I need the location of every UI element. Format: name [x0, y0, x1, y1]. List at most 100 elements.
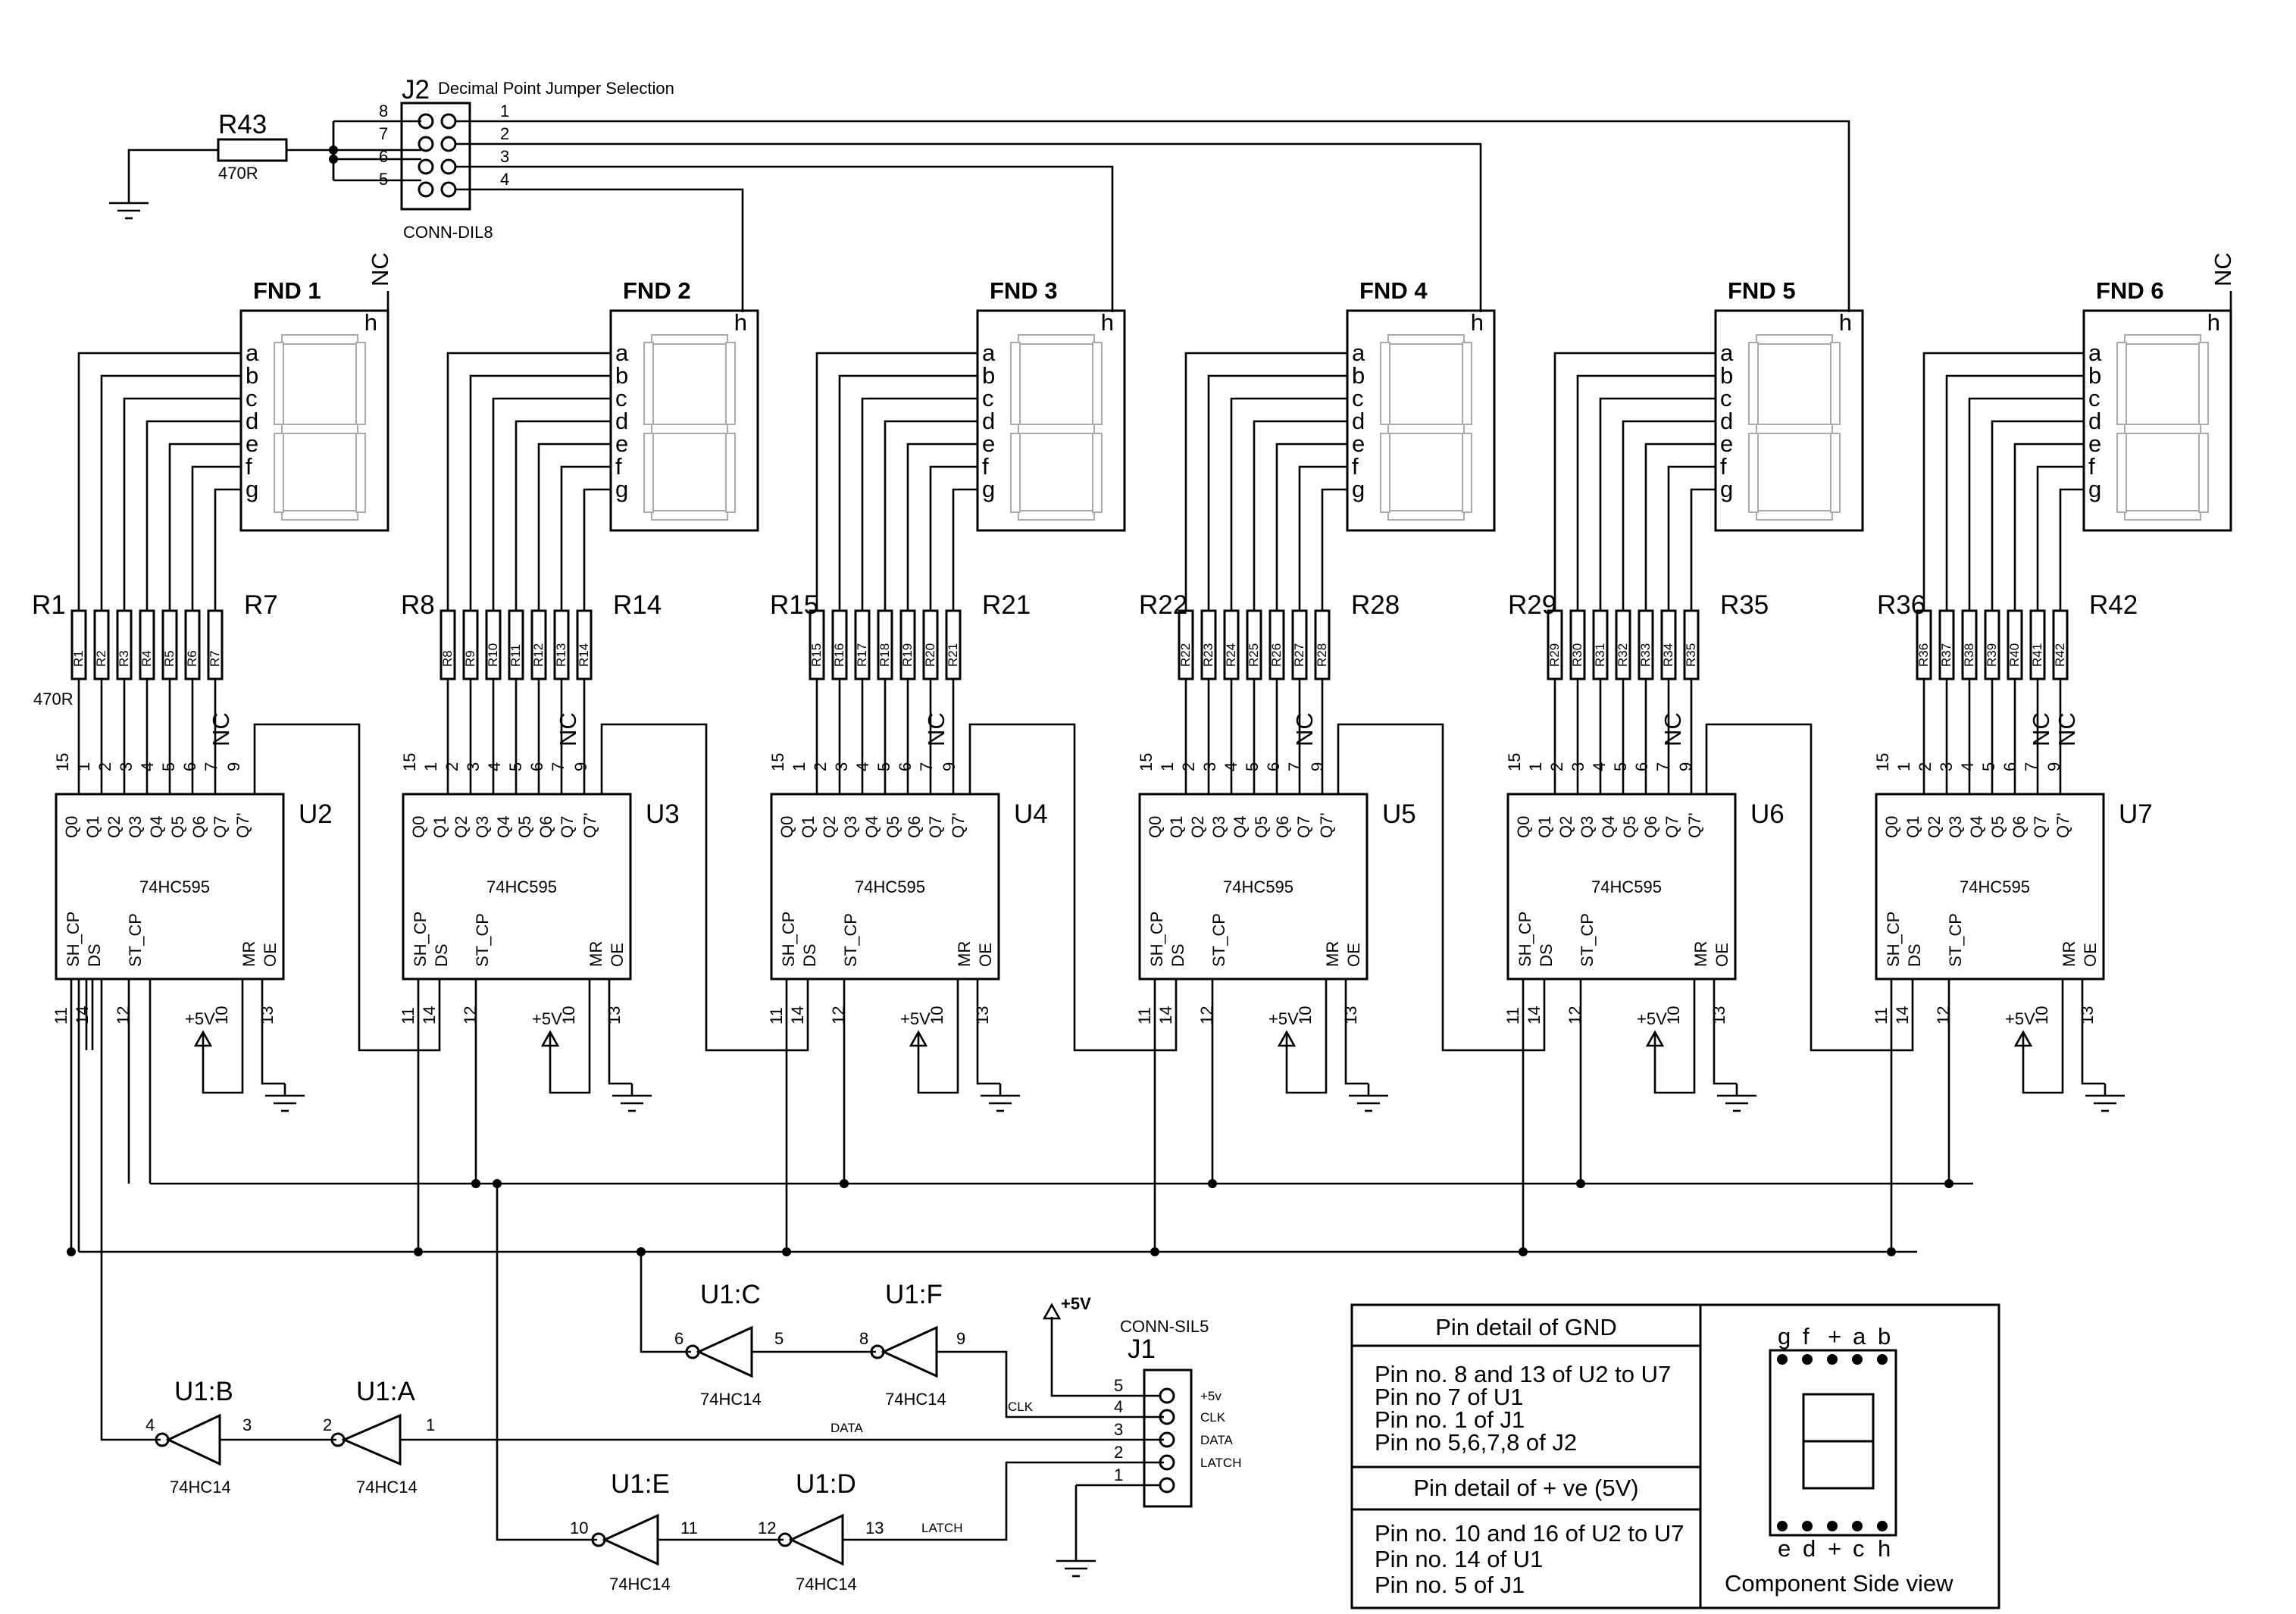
chip-pin-label: MR — [1323, 941, 1342, 967]
wire-segment — [469, 374, 611, 611]
chip-pin-label: Q2 — [1925, 816, 1944, 838]
chip-pin-label: Q4 — [1231, 816, 1250, 838]
pin-number: 13 — [865, 1519, 884, 1537]
chip-pin-number: 12 — [1197, 1006, 1216, 1024]
resistor — [116, 609, 133, 680]
chip-pin-number: 14 — [73, 1006, 92, 1024]
wire-segment — [214, 488, 241, 611]
wire-segment — [861, 397, 978, 611]
j2-pin-left — [418, 113, 434, 130]
chip-pin-label: Q0 — [409, 816, 428, 838]
fnd-segment-pin: g — [1720, 476, 1733, 502]
resistor — [1961, 609, 1978, 680]
segment — [281, 424, 358, 434]
resistor-ref: R24 — [1224, 643, 1238, 667]
side-view-pin-label: a — [1853, 1323, 1866, 1350]
chip-pin-label: ST_CP — [126, 913, 145, 967]
chip-pin-label: Q6 — [2010, 816, 2029, 838]
j2-pin-number: 1 — [500, 102, 509, 120]
chip-pin-label: Q5 — [168, 816, 187, 838]
inverter-bubble — [685, 1344, 700, 1359]
inverter-ref: U1:F — [885, 1280, 943, 1309]
chip-pin-label: Q7 — [558, 816, 577, 838]
j2-pin-left — [418, 181, 434, 198]
segment — [1380, 433, 1390, 513]
pin-number: 12 — [758, 1519, 776, 1537]
chip-pin-number: 2 — [1179, 762, 1198, 771]
fnd-segment-pin: a — [2088, 339, 2102, 366]
chip-pin-number: 5 — [874, 762, 893, 771]
fnd-segment-pin: g — [615, 476, 628, 502]
chip-pin-number: 12 — [829, 1006, 848, 1024]
nc-label: NC — [1291, 712, 1318, 746]
chip-ref-u5: U5 — [1382, 799, 1416, 829]
segment — [1092, 433, 1103, 513]
segment — [2116, 342, 2127, 425]
resistor-group-left: R22 — [1139, 590, 1187, 620]
pin-number: 6 — [674, 1329, 683, 1348]
shift-register-chip — [55, 793, 285, 981]
side-view-pin — [1827, 1521, 1838, 1531]
wire-segment — [1945, 374, 2084, 611]
chip-pin-label: Q5 — [884, 816, 902, 838]
j1-pin-label: +5v — [1200, 1389, 1222, 1403]
chip-pin-label: Q4 — [1599, 816, 1618, 838]
wire-clk-j1 — [937, 1350, 1164, 1419]
chip-part: 74HC595 — [1960, 877, 2030, 896]
fnd-segment-pin: c — [2088, 385, 2100, 411]
ground-symbol — [1717, 1094, 1756, 1112]
chip-pin-label: Q5 — [515, 816, 534, 838]
chip-pin-number: 13 — [258, 1006, 277, 1024]
inverter-ref: U1:E — [611, 1469, 670, 1499]
resistor-ref: R25 — [1247, 643, 1261, 667]
j1-pin-label: CLK — [1200, 1410, 1226, 1425]
fnd-segment-pin: e — [2088, 430, 2101, 457]
resistor — [139, 609, 155, 680]
seven-segment-glyph — [643, 334, 736, 521]
r43-ref: R43 — [218, 110, 267, 139]
segment — [355, 433, 366, 513]
shift-register-chip — [402, 793, 632, 981]
j2-pin-number: 2 — [500, 124, 509, 143]
j2-pin-number: 8 — [379, 102, 388, 120]
segment — [1018, 510, 1095, 521]
side-view-pin — [1852, 1354, 1863, 1365]
chip-pin-number: 12 — [114, 1006, 133, 1024]
vcc-arrow — [540, 1030, 560, 1047]
chip-pin-number: 9 — [224, 762, 243, 771]
chip-pin-number: 14 — [1525, 1006, 1544, 1024]
chip-pin-number: 6 — [180, 762, 199, 771]
wire-segment — [1576, 374, 1716, 611]
resistor-group-left: R15 — [770, 590, 818, 620]
chip-pin-number: 15 — [768, 753, 787, 771]
resistor-group-right: R21 — [982, 590, 1031, 620]
signal-clk: CLK — [1008, 1400, 1034, 1414]
fnd-segment-pin: g — [2088, 476, 2101, 502]
resistor — [809, 609, 825, 680]
resistor — [485, 609, 502, 680]
resistor-ref: R30 — [1570, 643, 1584, 667]
segment — [274, 342, 284, 425]
fnd-segment-pin: f — [615, 453, 622, 480]
wire-segment — [123, 397, 241, 611]
wire-oe-gnd — [2081, 979, 2105, 1085]
junction-dot — [329, 155, 338, 164]
wire-mr-vcc — [1653, 979, 1696, 1094]
r43-value: 470R — [218, 164, 258, 183]
resistor-group-left: R36 — [1877, 590, 1925, 620]
inverter-bubble — [591, 1532, 606, 1547]
seven-segment-glyph — [1010, 334, 1103, 521]
wire-mr-vcc — [2022, 979, 2064, 1094]
ground-symbol — [2085, 1094, 2125, 1112]
resistor-ref: R37 — [1939, 643, 1953, 667]
chip-pin-label: Q0 — [1882, 816, 1901, 838]
wire-mr-vcc — [917, 979, 959, 1094]
side-view-pin-label: d — [1803, 1535, 1816, 1562]
segment — [274, 433, 284, 513]
chip-pin-number: 14 — [420, 1006, 439, 1024]
wire-segment — [515, 420, 611, 611]
junction-dot — [414, 1247, 423, 1256]
chip-pin-number: 10 — [1296, 1006, 1315, 1024]
chip-pin-number: 2 — [1916, 762, 1935, 771]
wire-segment — [906, 443, 978, 611]
